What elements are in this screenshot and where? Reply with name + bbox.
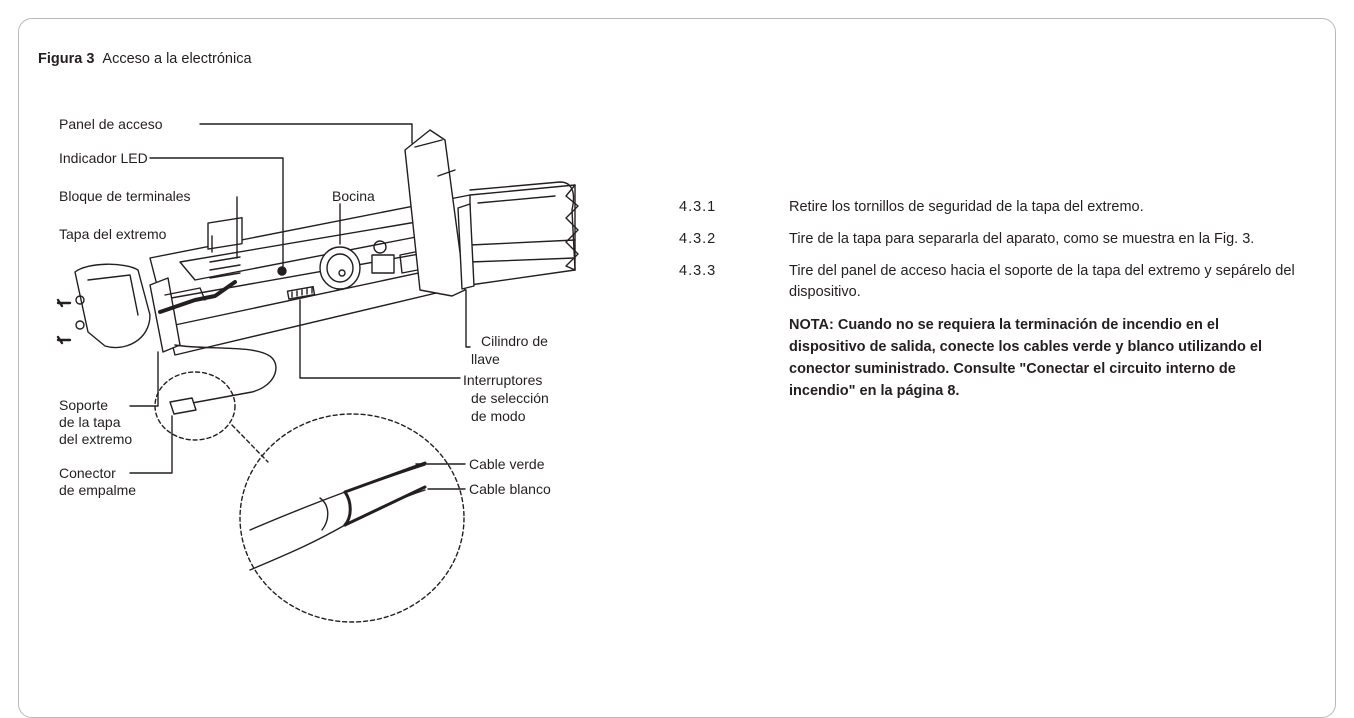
step-number: 4.3.1 <box>679 199 717 215</box>
splice-connector <box>169 397 197 415</box>
label-bocina: Bocina <box>332 188 375 204</box>
step-text: Tire del panel de acceso hacia el soport… <box>789 263 1295 300</box>
step-text: Retire los tornillos de seguridad de la … <box>789 199 1144 215</box>
led-indicator <box>277 266 287 276</box>
magnified-wires <box>249 464 426 531</box>
buzzer <box>319 246 361 290</box>
label-tapa-extremo: Tapa del extremo <box>59 226 167 242</box>
label-indicador-led: Indicador LED <box>59 150 148 166</box>
instruction-steps: 4.3.1 Retire los tornillos de seguridad … <box>679 197 1299 402</box>
mode-switches <box>286 285 316 300</box>
label-soporte-2: de la tapa <box>59 414 121 430</box>
label-interruptores-3: de modo <box>471 408 526 424</box>
label-conector-2: de empalme <box>59 482 136 498</box>
figure-label: Figura 3 <box>38 51 95 67</box>
label-cable-verde: Cable verde <box>469 456 545 472</box>
terminal-block <box>207 216 243 250</box>
step-4-3-1: 4.3.1 Retire los tornillos de seguridad … <box>679 197 1299 218</box>
label-cilindro-1: Cilindro de <box>481 333 548 349</box>
label-bloque-terminales: Bloque de terminales <box>59 188 191 204</box>
label-interruptores-1: Interruptores <box>463 372 542 388</box>
detail-magnified <box>239 413 465 623</box>
electronics-access-diagram: Panel de acceso Indicador LED Bloque de … <box>56 116 579 623</box>
step-4-3-3: 4.3.3 Tire del panel de acceso hacia el … <box>679 261 1299 303</box>
figure-caption: Figura 3 Acceso a la electrónica <box>38 51 252 67</box>
label-cable-blanco: Cable blanco <box>469 481 551 497</box>
label-soporte-3: del extremo <box>59 431 132 447</box>
step-4-3-2: 4.3.2 Tire de la tapa para separarla del… <box>679 229 1299 250</box>
note-text: NOTA: Cuando no se requiera la terminaci… <box>789 317 1263 399</box>
label-cilindro-2: llave <box>471 351 500 367</box>
label-interruptores-2: de selección <box>471 390 549 406</box>
end-cap <box>74 263 151 349</box>
step-number: 4.3.3 <box>679 263 717 279</box>
access-panel <box>404 129 466 297</box>
step-text: Tire de la tapa para separarla del apara… <box>789 231 1255 247</box>
label-soporte-1: Soporte <box>59 397 108 413</box>
label-conector-1: Conector <box>59 465 116 481</box>
label-panel-acceso: Panel de acceso <box>59 116 163 132</box>
figure-title: Acceso a la electrónica <box>102 51 252 67</box>
key-cylinder <box>457 203 475 290</box>
step-number: 4.3.2 <box>679 231 717 247</box>
